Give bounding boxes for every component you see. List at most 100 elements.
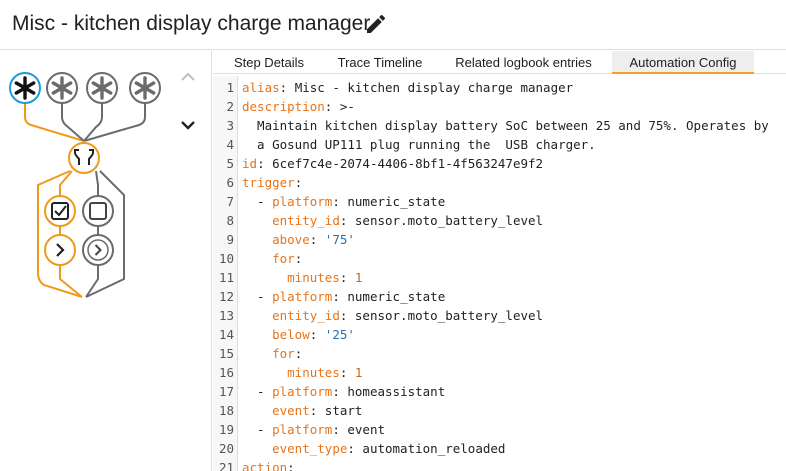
trace-line <box>83 103 146 142</box>
line-number: 19 <box>218 422 234 437</box>
config-editor[interactable]: 1 alias: Misc - kitchen display charge ma… <box>213 76 786 471</box>
condition-node[interactable] <box>82 195 114 227</box>
line-number: 18 <box>218 403 234 418</box>
line-number: 16 <box>218 365 234 380</box>
page-header: Misc - kitchen display charge manager <box>0 0 786 50</box>
line-number: 14 <box>218 327 234 342</box>
line-number: 20 <box>218 441 234 456</box>
trace-line-active <box>59 265 83 298</box>
code-line: 21 action: <box>213 458 786 471</box>
choose-node[interactable] <box>68 142 100 174</box>
line-number: 2 <box>226 99 234 114</box>
trigger-node-selected[interactable] <box>9 72 41 104</box>
line-number: 3 <box>226 118 234 133</box>
trace-line <box>85 170 125 298</box>
code-text: Maintain kitchen display battery SoC bet… <box>242 118 769 133</box>
chevron-right-icon <box>56 243 65 257</box>
checkbox-checked-icon <box>51 202 69 220</box>
code-text: id: 6cef7c4e-2074-4406-8bf1-4f563247e9f2 <box>242 156 544 171</box>
code-text: trigger: <box>242 175 303 190</box>
code-text: for: <box>272 346 303 361</box>
code-text: for: <box>272 251 303 266</box>
trace-line <box>61 103 85 142</box>
code-line: 15 for: <box>213 344 786 363</box>
line-number: 13 <box>218 308 234 323</box>
edit-title-button[interactable] <box>364 12 388 36</box>
choose-icon <box>74 149 94 165</box>
condition-node-active[interactable] <box>44 195 76 227</box>
asterisk-icon <box>14 76 36 100</box>
code-line: 13 entity_id: sensor.moto_battery_level <box>213 306 786 325</box>
line-number: 11 <box>218 270 234 285</box>
line-number: 12 <box>218 289 234 304</box>
trace-line-active <box>59 170 73 199</box>
code-line: 9 above: '75' <box>213 230 786 249</box>
code-text: minutes: 1 <box>287 365 363 380</box>
code-line: 3 Maintain kitchen display battery SoC b… <box>213 116 786 135</box>
trace-line-active <box>24 103 85 142</box>
code-text: a Gosund UP111 plug running the USB char… <box>242 137 596 152</box>
code-line: 17 - platform: homeassistant <box>213 382 786 401</box>
action-node-active[interactable] <box>44 234 76 266</box>
code-line: 4 a Gosund UP111 plug running the USB ch… <box>213 135 786 154</box>
code-line: 16 minutes: 1 <box>213 363 786 382</box>
trace-line <box>85 265 99 298</box>
code-text: action: <box>242 460 295 471</box>
line-number: 8 <box>226 213 234 228</box>
line-number-gutter <box>213 76 238 471</box>
code-text: event_type: automation_reloaded <box>272 441 506 456</box>
code-line: 6 trigger: <box>213 173 786 192</box>
trigger-node[interactable] <box>46 72 78 104</box>
checkbox-empty-icon <box>89 202 107 220</box>
trigger-node[interactable] <box>129 72 161 104</box>
chevron-up-icon <box>181 72 195 81</box>
code-text: entity_id: sensor.moto_battery_level <box>272 213 544 228</box>
code-text: alias: Misc - kitchen display charge man… <box>242 80 574 95</box>
code-line: 11 minutes: 1 <box>213 268 786 287</box>
action-node[interactable] <box>82 234 114 266</box>
tab-trace-timeline[interactable]: Trace Timeline <box>337 55 423 70</box>
line-number: 21 <box>218 460 234 471</box>
trace-line <box>95 170 99 197</box>
code-text: - platform: numeric_state <box>242 194 446 209</box>
tab-related-logbook[interactable]: Related logbook entries <box>455 55 592 70</box>
code-line: 20 event_type: automation_reloaded <box>213 439 786 458</box>
line-number: 4 <box>226 137 234 152</box>
asterisk-icon <box>51 76 73 100</box>
page-title: Misc - kitchen display charge manager <box>12 12 371 35</box>
code-line: 12 - platform: numeric_state <box>213 287 786 306</box>
code-text: - platform: homeassistant <box>242 384 446 399</box>
code-text: - platform: event <box>242 422 386 437</box>
code-text: description: >- <box>242 99 355 114</box>
line-number: 15 <box>218 346 234 361</box>
line-number: 17 <box>218 384 234 399</box>
trigger-node[interactable] <box>86 72 118 104</box>
chevron-right-icon <box>94 244 102 256</box>
line-number: 10 <box>218 251 234 266</box>
line-number: 5 <box>226 156 234 171</box>
trace-tabs: Step Details Trace Timeline Related logb… <box>213 51 786 74</box>
code-text: below: '25' <box>272 327 355 342</box>
code-text: - platform: numeric_state <box>242 289 446 304</box>
line-number: 7 <box>226 194 234 209</box>
pencil-icon <box>367 14 386 34</box>
code-line: 18 event: start <box>213 401 786 420</box>
trace-graph-panel <box>0 51 212 471</box>
code-text: above: '75' <box>272 232 355 247</box>
previous-step-button[interactable] <box>176 65 200 89</box>
code-line: 1 alias: Misc - kitchen display charge ma… <box>213 78 786 97</box>
code-line: 19 - platform: event <box>213 420 786 439</box>
code-line: 10 for: <box>213 249 786 268</box>
tab-step-details[interactable]: Step Details <box>233 55 305 70</box>
code-line: 5 id: 6cef7c4e-2074-4406-8bf1-4f563247e9f… <box>213 154 786 173</box>
trace-line <box>83 103 103 142</box>
next-step-button[interactable] <box>176 113 200 137</box>
line-number: 6 <box>226 175 234 190</box>
tab-automation-config[interactable]: Automation Config <box>612 51 754 74</box>
asterisk-icon <box>134 76 156 100</box>
code-line: 14 below: '25' <box>213 325 786 344</box>
code-text: event: start <box>272 403 363 418</box>
line-number: 1 <box>226 80 234 95</box>
asterisk-icon <box>91 76 113 100</box>
code-line: 8 entity_id: sensor.moto_battery_level <box>213 211 786 230</box>
